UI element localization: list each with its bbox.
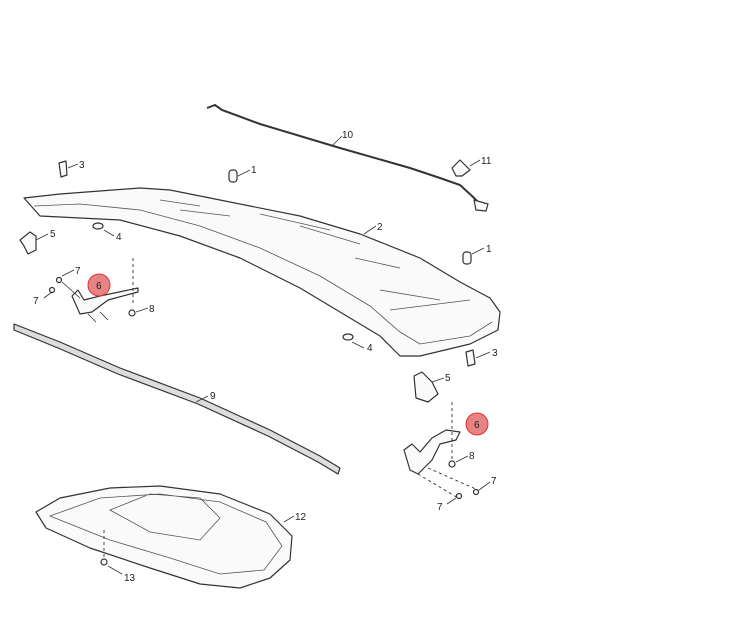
bumper-part [228, 169, 238, 183]
lid-inner-detail [159, 199, 471, 311]
callout-11[interactable]: 11 [481, 156, 492, 167]
callout-5[interactable]: 5 [50, 229, 56, 240]
retainer-part [100, 558, 108, 566]
weatherstrip-part [13, 323, 341, 475]
nut-part [448, 460, 456, 468]
rod-part [206, 103, 481, 205]
insulator-part [35, 485, 293, 589]
lid-panel [23, 187, 501, 357]
callout-1[interactable]: 1 [486, 244, 492, 255]
callout-4[interactable]: 4 [116, 232, 122, 243]
bracket-part [19, 231, 37, 255]
hinge-part [71, 287, 139, 315]
callout-4[interactable]: 4 [367, 343, 373, 354]
bumper-part [58, 160, 68, 178]
callout-2[interactable]: 2 [377, 222, 383, 233]
insulator-inner [48, 493, 283, 575]
hinge-part [403, 429, 461, 475]
callout-7[interactable]: 7 [75, 266, 81, 277]
callout-9[interactable]: 9 [210, 391, 216, 402]
callout-12[interactable]: 12 [295, 512, 307, 523]
bolt-part [48, 286, 56, 294]
callout-13[interactable]: 13 [124, 573, 136, 584]
hinge-highlight[interactable] [87, 273, 111, 297]
callout-1[interactable]: 1 [251, 165, 257, 176]
plug-part [342, 333, 354, 341]
bolt-part [455, 492, 463, 500]
nut-part [128, 309, 136, 317]
lid-inner-edge [33, 203, 493, 345]
bumper-part [462, 251, 472, 265]
bolt-part [472, 488, 480, 496]
bumper-part [465, 349, 476, 367]
leader-lines [35, 135, 491, 575]
callout-6[interactable]: 6 [474, 420, 480, 431]
callout-7[interactable]: 7 [491, 476, 497, 487]
plug-part [92, 222, 104, 230]
callout-5[interactable]: 5 [445, 373, 451, 384]
fastener-axis [61, 281, 109, 323]
bracket-part [413, 371, 439, 403]
rod-end [473, 199, 489, 212]
callout-7[interactable]: 7 [33, 296, 39, 307]
callout-10[interactable]: 10 [342, 130, 354, 141]
callout-3[interactable]: 3 [492, 348, 498, 359]
callout-3[interactable]: 3 [79, 160, 85, 171]
clip-part [451, 159, 471, 177]
callout-7[interactable]: 7 [437, 502, 443, 513]
bolt-part [55, 276, 63, 284]
callout-8[interactable]: 8 [149, 304, 155, 315]
callout-8[interactable]: 8 [469, 451, 475, 462]
callout-6[interactable]: 6 [96, 281, 102, 292]
fastener-axis [417, 467, 479, 499]
hinge-highlight[interactable] [465, 412, 489, 436]
